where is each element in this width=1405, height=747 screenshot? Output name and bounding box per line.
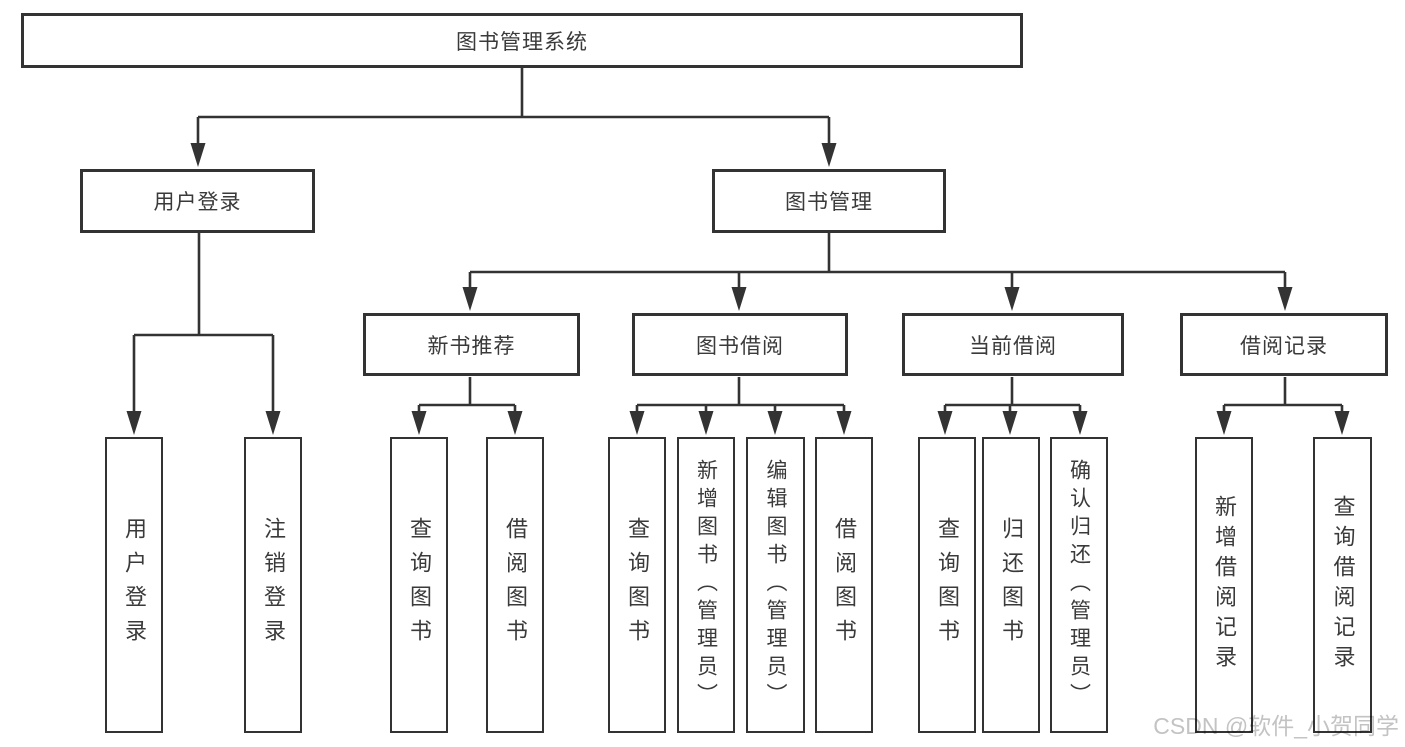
node-current-borrowing-label: 当前借阅 <box>969 334 1057 358</box>
leaf-borrowing-add-books-admin: 新增图书（管理员） <box>677 437 735 733</box>
leaf-recommend-borrow-books: 借阅图书 <box>486 437 544 733</box>
leaf-logout-label: 注销登录 <box>261 517 286 653</box>
node-user-login: 用户登录 <box>80 169 315 233</box>
connector-current-to-leaves <box>937 377 1088 435</box>
leaf-current-return-books-label: 归还图书 <box>999 517 1024 653</box>
connector-newbook-to-leaves <box>411 377 523 435</box>
connector-userlogin-to-leaves <box>126 233 281 435</box>
connector-root-to-level2 <box>190 68 837 167</box>
leaf-logout: 注销登录 <box>244 437 302 733</box>
node-root-label: 图书管理系统 <box>456 30 588 54</box>
leaf-records-query-record: 查询借阅记录 <box>1313 437 1372 733</box>
leaf-borrowing-borrow-books-label: 借阅图书 <box>832 517 857 653</box>
node-current-borrowing: 当前借阅 <box>902 313 1124 376</box>
leaf-user-login: 用户登录 <box>105 437 163 733</box>
leaf-borrowing-borrow-books: 借阅图书 <box>815 437 873 733</box>
node-root: 图书管理系统 <box>21 13 1023 68</box>
leaf-borrowing-query-books: 查询图书 <box>608 437 666 733</box>
node-book-management-label: 图书管理 <box>785 191 873 214</box>
connector-records-to-leaves <box>1216 377 1350 435</box>
leaf-current-confirm-return-admin: 确认归还（管理员） <box>1050 437 1108 733</box>
leaf-current-confirm-return-admin-label: 确认归还（管理员） <box>1067 459 1091 711</box>
leaf-records-add-record: 新增借阅记录 <box>1195 437 1253 733</box>
node-user-login-label: 用户登录 <box>153 191 242 214</box>
leaf-borrowing-edit-books-admin-label: 编辑图书（管理员） <box>764 459 787 711</box>
leaf-borrowing-add-books-admin-label: 新增图书（管理员） <box>694 459 718 711</box>
leaf-user-login-label: 用户登录 <box>122 517 147 653</box>
leaf-recommend-borrow-books-label: 借阅图书 <box>503 517 528 653</box>
leaf-records-query-record-label: 查询借阅记录 <box>1330 495 1356 675</box>
node-borrowing-records: 借阅记录 <box>1180 313 1388 376</box>
leaf-recommend-query-books-label: 查询图书 <box>407 517 432 653</box>
node-borrowing-records-label: 借阅记录 <box>1240 334 1328 358</box>
csdn-watermark: CSDN @软件_小贺同学 <box>1153 713 1399 739</box>
node-book-management: 图书管理 <box>712 169 946 233</box>
connector-bookmgmt-to-level3 <box>462 233 1293 311</box>
leaf-recommend-query-books: 查询图书 <box>390 437 448 733</box>
leaf-current-return-books: 归还图书 <box>982 437 1040 733</box>
leaf-borrowing-query-books-label: 查询图书 <box>625 517 650 653</box>
leaf-records-add-record-label: 新增借阅记录 <box>1212 495 1237 675</box>
connector-borrowing-to-leaves <box>629 377 852 435</box>
node-book-borrowing: 图书借阅 <box>632 313 848 376</box>
node-book-borrowing-label: 图书借阅 <box>696 334 784 358</box>
node-new-book-recommend-label: 新书推荐 <box>427 334 516 358</box>
leaf-borrowing-edit-books-admin: 编辑图书（管理员） <box>746 437 805 733</box>
node-new-book-recommend: 新书推荐 <box>363 313 580 376</box>
leaf-current-query-books: 查询图书 <box>918 437 976 733</box>
leaf-current-query-books-label: 查询图书 <box>935 517 960 653</box>
